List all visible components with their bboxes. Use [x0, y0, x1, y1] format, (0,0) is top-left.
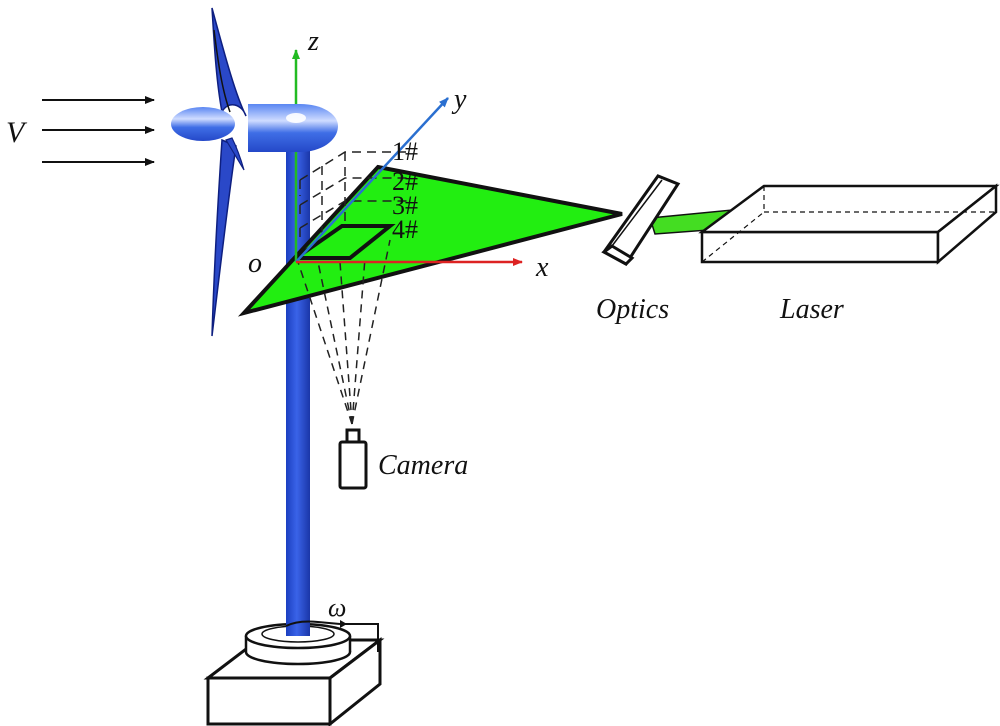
- wind-arrows: [42, 96, 155, 166]
- y-axis: [295, 97, 449, 263]
- wind-speed-label: V: [6, 116, 28, 149]
- measurement-planes: [299, 151, 410, 243]
- laser-label: Laser: [779, 294, 844, 325]
- rotor-spinner: [171, 107, 235, 141]
- origin-label: o: [248, 248, 262, 279]
- turbine-base: [203, 622, 385, 726]
- optics-label: Optics: [596, 294, 669, 325]
- x-axis-label: x: [535, 252, 549, 283]
- turbine-rotor: [171, 7, 338, 337]
- optics-prism: [601, 174, 681, 266]
- camera-icon: [338, 428, 368, 490]
- plane-1-label: 1#: [392, 137, 418, 166]
- plane-2-label: 2#: [392, 167, 418, 196]
- rotor-blade-lower: [211, 138, 237, 337]
- measurement-plane-4: [289, 224, 396, 260]
- rotation-label: ω: [328, 593, 346, 622]
- y-axis-label: y: [451, 84, 467, 115]
- rotor-blade-upper: [211, 7, 247, 117]
- laser-box: [698, 183, 1000, 265]
- camera-view-lines: [297, 239, 391, 425]
- laser-light-sheet: [237, 164, 623, 317]
- plane-4-label: 4#: [392, 215, 418, 244]
- z-axis-label: z: [307, 26, 319, 57]
- turbine-tower: [286, 140, 310, 636]
- plane-3-label: 3#: [392, 191, 418, 220]
- rotor-blade-side: [225, 137, 245, 171]
- rotation-arrow: [285, 620, 379, 652]
- turbine-nacelle: [248, 104, 338, 152]
- camera-label: Camera: [378, 450, 468, 481]
